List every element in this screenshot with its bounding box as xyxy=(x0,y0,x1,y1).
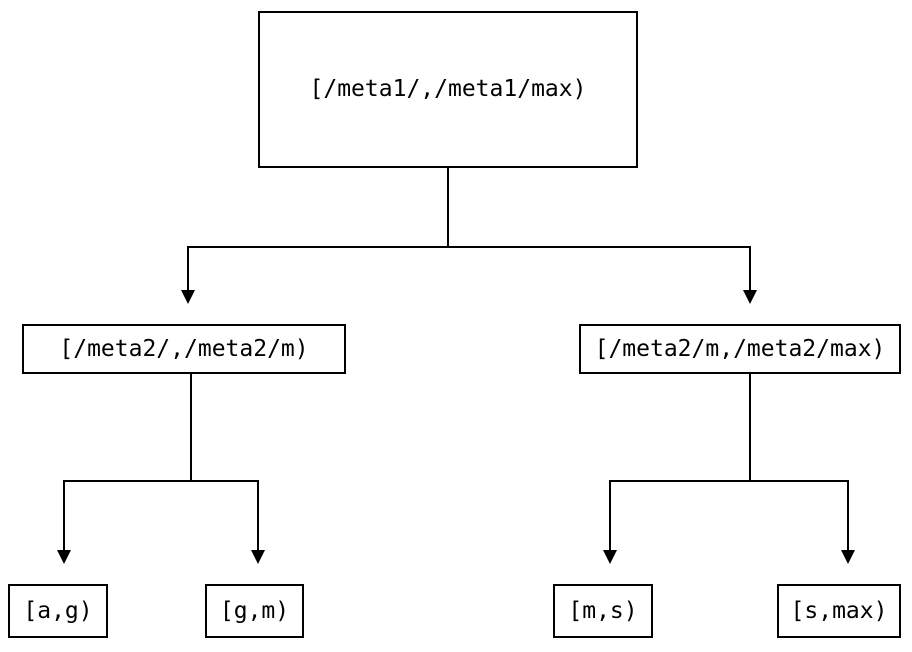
edge-to-leaf-gm xyxy=(257,480,259,550)
arrowhead-to-right-level2 xyxy=(743,290,757,304)
node-leaf-ag-label: [a,g) xyxy=(23,597,93,624)
node-root-label: [/meta1/,/meta1/max) xyxy=(309,76,587,102)
edge-to-leaf-ag xyxy=(63,480,65,550)
edge-to-leaf-ms xyxy=(609,480,611,550)
edge-root-stem xyxy=(447,168,449,248)
arrowhead-to-leaf-ms xyxy=(603,550,617,564)
node-leaf-ms-label: [m,s) xyxy=(568,597,638,624)
node-leaf-gm[interactable]: [g,m) xyxy=(205,584,304,638)
node-leaf-ms[interactable]: [m,s) xyxy=(553,584,653,638)
edge-right-subtree-stem xyxy=(749,374,751,482)
arrowhead-to-leaf-gm xyxy=(251,550,265,564)
node-leaf-gm-label: [g,m) xyxy=(219,597,290,624)
edge-left-subtree-stem xyxy=(190,374,192,482)
node-leaf-smax[interactable]: [s,max) xyxy=(777,584,901,638)
arrowhead-to-left-level2 xyxy=(181,290,195,304)
arrowhead-to-leaf-ag xyxy=(57,550,71,564)
node-level2-right[interactable]: [/meta2/m,/meta2/max) xyxy=(579,324,901,374)
node-level2-left[interactable]: [/meta2/,/meta2/m) xyxy=(22,324,346,374)
edge-left-subtree-bar xyxy=(63,480,259,482)
arrowhead-to-leaf-smax xyxy=(841,550,855,564)
node-leaf-ag[interactable]: [a,g) xyxy=(8,584,108,638)
node-level2-right-label: [/meta2/m,/meta2/max) xyxy=(594,335,886,362)
edge-root-to-left-branch xyxy=(187,246,189,290)
edge-root-to-right-branch xyxy=(749,246,751,290)
edge-to-leaf-smax xyxy=(847,480,849,550)
edge-level2-bar xyxy=(187,246,751,248)
edge-right-subtree-bar xyxy=(609,480,849,482)
node-root[interactable]: [/meta1/,/meta1/max) xyxy=(258,11,638,168)
node-leaf-smax-label: [s,max) xyxy=(790,597,888,624)
node-level2-left-label: [/meta2/,/meta2/m) xyxy=(59,335,309,362)
